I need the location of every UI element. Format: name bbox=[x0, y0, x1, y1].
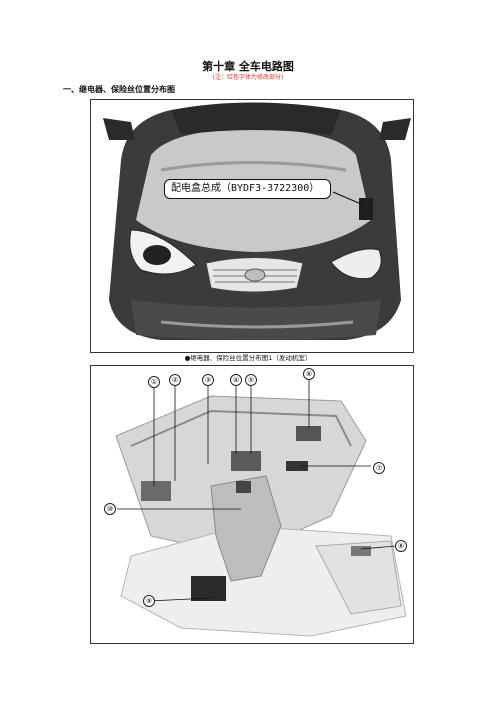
fuse-box-callout: 配电盒总成（BYDF3-3722300） bbox=[164, 179, 331, 199]
car-front-drawing bbox=[91, 100, 413, 352]
marker-6: ⑥ bbox=[303, 368, 315, 380]
marker-4: ④ bbox=[230, 374, 242, 386]
marker-9: ⑨ bbox=[143, 595, 155, 607]
car-front-figure bbox=[90, 99, 414, 353]
marker-3: ③ bbox=[202, 374, 214, 386]
marker-5: ⑤ bbox=[245, 374, 257, 386]
marker-2: ② bbox=[169, 374, 181, 386]
interior-layout-figure bbox=[90, 365, 414, 644]
revision-note: (注：红色字体为修改部分) bbox=[212, 74, 284, 81]
section-heading: 一、继电器、保险丝位置分布图 bbox=[63, 85, 175, 94]
figure-caption: ●继电器、保险丝位置分布图1（发动机室） bbox=[184, 354, 312, 362]
marker-10: ⑩ bbox=[104, 503, 116, 515]
marker-8: ⑧ bbox=[395, 540, 407, 552]
marker-7: ⑦ bbox=[373, 462, 385, 474]
chapter-title: 第十章 全车电路图 bbox=[202, 60, 294, 73]
interior-drawing bbox=[91, 366, 413, 643]
marker-1: ① bbox=[148, 376, 160, 388]
